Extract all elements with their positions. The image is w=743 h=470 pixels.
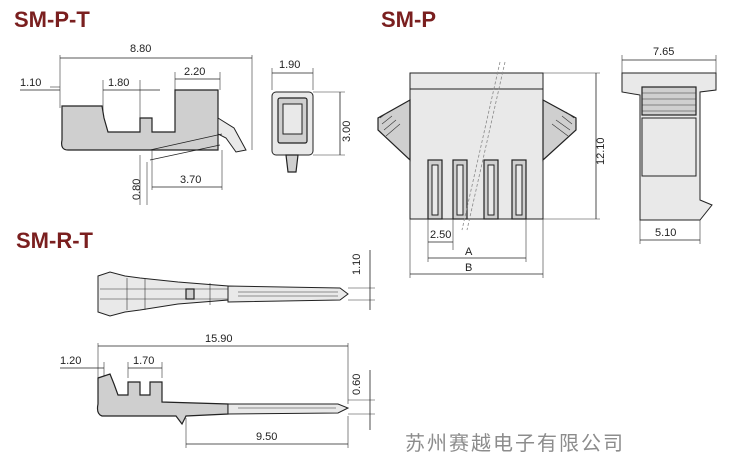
dim-pt-overall: 8.80 bbox=[130, 43, 151, 55]
dim-rt-thick: 0.60 bbox=[351, 374, 363, 395]
dim-pt-tip: 1.10 bbox=[20, 77, 41, 89]
sm-p-t-side-view: 8.80 1.10 1.80 2.20 3.70 0.80 bbox=[20, 43, 253, 205]
dim-pt-crimp: 2.20 bbox=[184, 66, 205, 78]
dim-pt-end-width: 1.90 bbox=[279, 59, 300, 71]
sm-p-housing-front: 12.10 2.50 A B bbox=[377, 61, 607, 278]
dim-p-depth: 7.65 bbox=[653, 46, 674, 58]
sm-p-t-end-view: 1.90 3.00 bbox=[271, 59, 353, 173]
dim-pt-gap: 1.80 bbox=[108, 77, 129, 89]
dim-pt-bottom: 3.70 bbox=[180, 174, 201, 186]
sm-r-t-side-view: 15.90 1.20 1.70 0.60 9.50 bbox=[60, 333, 375, 448]
title-sm-p-t: SM-P-T bbox=[14, 7, 90, 32]
dim-rt-b: 1.70 bbox=[133, 355, 154, 367]
dim-pt-height-small: 0.80 bbox=[131, 179, 143, 200]
title-sm-p: SM-P bbox=[381, 7, 436, 32]
company-name-footer: 苏州赛越电子有限公司 bbox=[405, 431, 625, 455]
sm-p-housing-side: 7.65 5.10 bbox=[621, 46, 717, 244]
dim-pt-end-height: 3.00 bbox=[341, 121, 353, 142]
dim-p-height: 12.10 bbox=[595, 137, 607, 165]
dim-rt-overall: 15.90 bbox=[205, 333, 233, 345]
title-sm-r-t: SM-R-T bbox=[16, 228, 94, 253]
dim-rt-a: 1.20 bbox=[60, 355, 81, 367]
dim-p-b: B bbox=[465, 262, 472, 274]
sm-r-t-top-view: 1.10 bbox=[97, 250, 375, 317]
dim-p-pitch: 2.50 bbox=[430, 229, 451, 241]
dim-rt-pin-len: 9.50 bbox=[256, 431, 277, 443]
dim-p-side-bottom: 5.10 bbox=[655, 227, 676, 239]
dim-rt-pin-dia: 1.10 bbox=[351, 254, 363, 275]
dim-p-a: A bbox=[465, 246, 473, 258]
